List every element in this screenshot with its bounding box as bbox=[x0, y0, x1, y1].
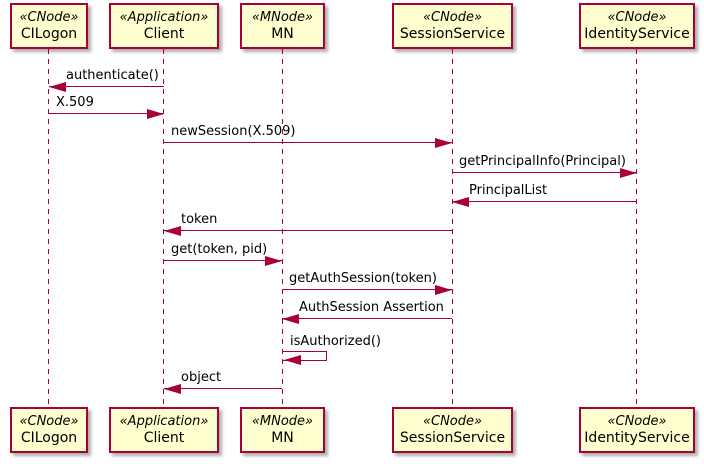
participant-cilogon-top: «CNode» CILogon bbox=[10, 3, 88, 49]
participant-name: Client bbox=[143, 430, 185, 446]
arrowhead-icon bbox=[435, 138, 452, 148]
arrowhead-icon bbox=[620, 168, 637, 178]
participant-name: IdentityService bbox=[584, 430, 690, 446]
message-line bbox=[164, 388, 282, 389]
arrowhead-icon bbox=[49, 82, 66, 92]
message-label: getAuthSession(token) bbox=[289, 271, 437, 286]
participant-stereotype: «CNode» bbox=[607, 414, 667, 429]
participant-stereotype: «MNode» bbox=[251, 414, 314, 429]
participant-sessionservice-top: «CNode» SessionService bbox=[392, 3, 513, 49]
arrowhead-icon bbox=[452, 197, 469, 207]
participant-name: IdentityService bbox=[584, 26, 690, 42]
participant-sessionservice-bottom: «CNode» SessionService bbox=[392, 407, 513, 453]
arrowhead-icon bbox=[435, 285, 452, 295]
lifeline-mn bbox=[282, 49, 283, 407]
message-line bbox=[282, 289, 452, 290]
message-label: token bbox=[181, 212, 218, 227]
arrowhead-icon bbox=[164, 384, 181, 394]
participant-name: SessionService bbox=[399, 26, 506, 42]
message-line bbox=[452, 201, 637, 202]
arrowhead-icon bbox=[284, 355, 301, 365]
message-line bbox=[164, 260, 282, 261]
participant-client-bottom: «Application» Client bbox=[109, 407, 219, 453]
participant-stereotype: «Application» bbox=[119, 10, 209, 25]
participant-identityservice-bottom: «CNode» IdentityService bbox=[579, 407, 695, 453]
participant-name: CILogon bbox=[20, 430, 78, 446]
participant-name: SessionService bbox=[399, 430, 506, 446]
participant-stereotype: «MNode» bbox=[251, 10, 314, 25]
participant-stereotype: «Application» bbox=[119, 414, 209, 429]
participant-mn-bottom: «MNode» MN bbox=[240, 407, 325, 453]
participant-stereotype: «CNode» bbox=[19, 414, 79, 429]
lifeline-sessionservice bbox=[452, 49, 453, 407]
lifeline-identityservice bbox=[636, 49, 637, 407]
message-label: X.509 bbox=[56, 95, 94, 110]
message-label: get(token, pid) bbox=[171, 242, 268, 257]
participant-cilogon-bottom: «CNode» CILogon bbox=[10, 407, 88, 453]
message-label: isAuthorized() bbox=[290, 334, 381, 349]
self-message-loop bbox=[283, 351, 327, 361]
arrowhead-icon bbox=[265, 256, 282, 266]
participant-client-top: «Application» Client bbox=[109, 3, 219, 49]
message-line bbox=[164, 142, 452, 143]
message-label: newSession(X.509) bbox=[171, 124, 296, 139]
participant-stereotype: «CNode» bbox=[607, 10, 667, 25]
message-label: object bbox=[181, 370, 222, 385]
participant-stereotype: «CNode» bbox=[19, 10, 79, 25]
message-line bbox=[164, 230, 452, 231]
message-label: AuthSession Assertion bbox=[299, 300, 444, 315]
lifeline-client bbox=[163, 49, 164, 407]
message-label: authenticate() bbox=[66, 68, 159, 83]
participant-name: CILogon bbox=[20, 26, 78, 42]
message-isauthorized-self: isAuthorized() bbox=[283, 334, 381, 365]
arrowhead-icon bbox=[282, 314, 299, 324]
lifeline-cilogon bbox=[48, 49, 49, 407]
message-line bbox=[49, 113, 164, 114]
participant-name: Client bbox=[143, 26, 185, 42]
arrowhead-icon bbox=[147, 109, 164, 119]
message-line bbox=[282, 318, 452, 319]
participant-stereotype: «CNode» bbox=[422, 414, 483, 429]
participant-mn-top: «MNode» MN bbox=[240, 3, 325, 49]
participant-name: MN bbox=[271, 430, 294, 446]
participant-name: MN bbox=[271, 26, 294, 42]
message-line bbox=[49, 86, 164, 87]
participant-stereotype: «CNode» bbox=[422, 10, 483, 25]
arrowhead-icon bbox=[164, 226, 181, 236]
message-label: PrincipalList bbox=[469, 183, 548, 198]
participant-identityservice-top: «CNode» IdentityService bbox=[579, 3, 695, 49]
message-label: getPrincipalInfo(Principal) bbox=[459, 154, 626, 169]
message-line bbox=[452, 172, 637, 173]
